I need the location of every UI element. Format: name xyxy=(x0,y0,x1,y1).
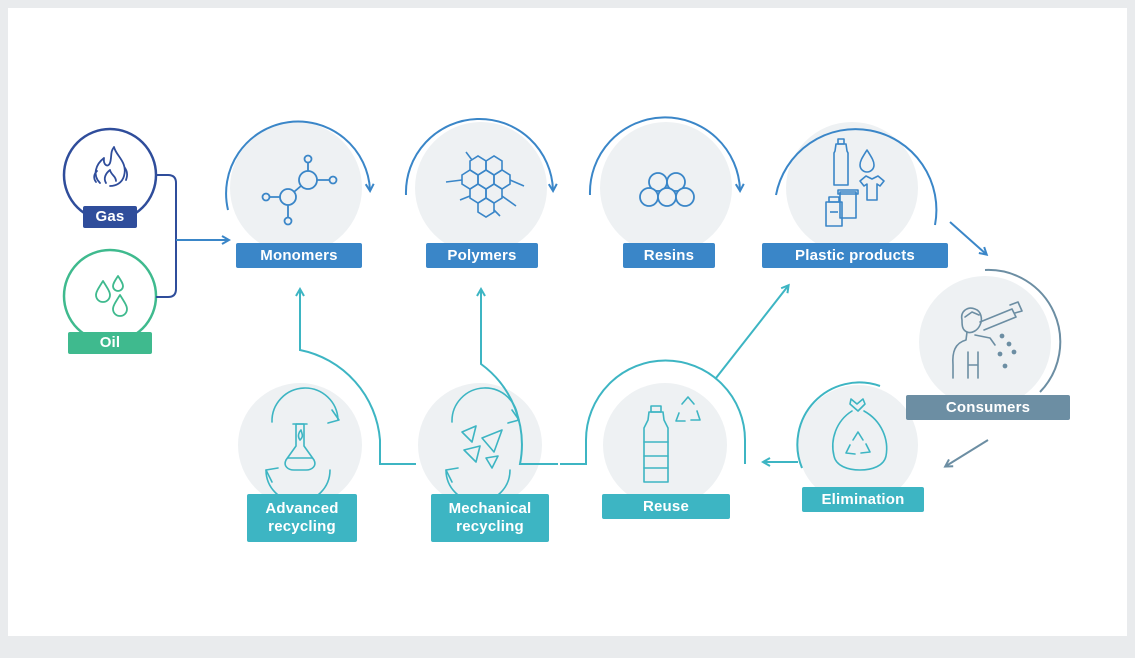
reuse-label: Reuse xyxy=(602,494,730,519)
advanced-recycling-node xyxy=(238,383,362,507)
gas-label: Gas xyxy=(83,206,137,228)
shredded-plastic-icon xyxy=(445,387,520,503)
plastic-products-icon xyxy=(825,138,885,227)
monomers-label: Monomers xyxy=(236,243,362,268)
polymers-label: Polymers xyxy=(426,243,538,268)
monomers-node xyxy=(225,120,370,254)
chemistry-flask-icon xyxy=(265,387,340,503)
molecule-icon xyxy=(261,154,338,226)
recycling-bag-icon xyxy=(832,398,888,471)
flame-icon xyxy=(93,146,128,187)
oil-drops-icon xyxy=(95,275,128,317)
source-bracket xyxy=(156,174,177,298)
consumers-node xyxy=(919,268,1062,408)
polymers-node xyxy=(404,117,553,254)
person-drinking-icon xyxy=(952,301,1023,379)
bottle-recycle-icon xyxy=(643,396,701,483)
resin-pellets-icon xyxy=(639,172,695,207)
arrow-to-elimination xyxy=(946,439,989,466)
polymer-network-icon xyxy=(445,151,525,218)
consumers-label: Consumers xyxy=(906,395,1070,420)
advanced-recycling-label: Advanced recycling xyxy=(247,494,357,542)
arrow-mechanical-to-monomers xyxy=(300,290,416,465)
plastic-products-node xyxy=(775,122,938,254)
oil-source xyxy=(62,248,158,344)
elimination-label: Elimination xyxy=(802,487,924,512)
elimination-node xyxy=(796,381,918,505)
mechanical-recycling-label: Mechanical recycling xyxy=(431,494,549,542)
reuse-node xyxy=(560,286,788,507)
resins-node xyxy=(588,116,740,254)
arrow-to-consumers xyxy=(949,221,986,254)
plastic-products-label: Plastic products xyxy=(762,243,948,268)
oil-label: Oil xyxy=(68,332,152,354)
mechanical-recycling-node xyxy=(300,290,558,507)
resins-label: Resins xyxy=(623,243,715,268)
arrow-reuse-to-products xyxy=(715,286,788,379)
